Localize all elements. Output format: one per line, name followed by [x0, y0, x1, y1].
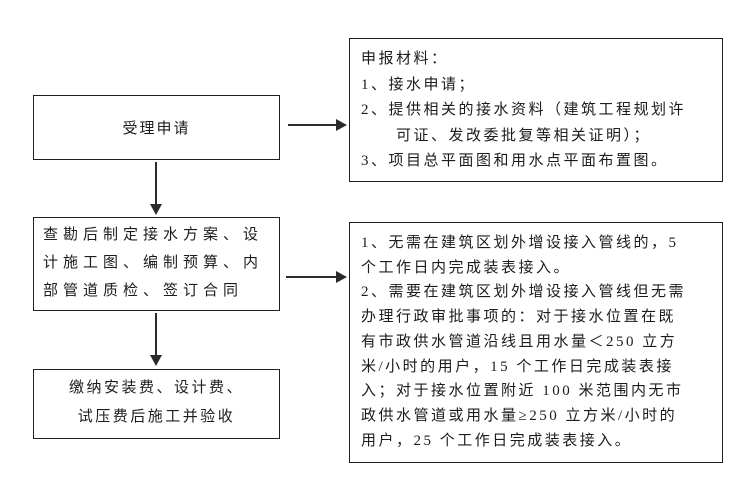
text-line: 试压费后施工并验收 [77, 409, 236, 425]
text-line: 缴纳安装费、设计费、 [68, 380, 244, 396]
arrow-line [286, 276, 336, 278]
text-line: 2、提供相关的接水资料（建筑工程规划许 [361, 102, 687, 118]
flow-step-pay-fees-construction-acceptance: 缴纳安装费、设计费、试压费后施工并验收 [33, 369, 280, 439]
text-line: 用户，25 个工作日完成装表接入。 [361, 432, 633, 449]
text-line: 个工作日内完成装表接入。 [361, 259, 572, 276]
text-line: 部管道质检、签订合同 [43, 283, 244, 299]
text-line: 1、接水申请； [361, 76, 477, 93]
arrowhead-down-icon [150, 355, 162, 366]
arrow-line [155, 313, 157, 356]
arrowhead-right-icon [336, 119, 347, 131]
arrowhead-down-icon [150, 204, 162, 215]
text-line: 有市政供水管道沿线且用水量＜250 立方 [361, 333, 678, 350]
text-line: 查勘后制定接水方案、设 [43, 227, 264, 243]
text-line: 米/小时的用户，15 个工作日完成装表接 [361, 358, 674, 375]
text-line: 3、项目总平面图和用水点平面布置图。 [361, 153, 669, 169]
text-line: 办理行政审批事项的：对于接水位置在既 [361, 309, 677, 326]
flow-step-survey-design-contract: 查勘后制定接水方案、设计施工图、编制预算、内部管道质检、签订合同 [33, 217, 280, 311]
text-line: 可证、发改委批复等相关证明）； [361, 127, 652, 144]
flow-step-accept-application: 受理申请 [33, 95, 280, 160]
flow-step-accept-application-label: 受理申请 [122, 121, 191, 137]
text-line: 1、无需在建筑区划外增设接入管线的，5 [361, 235, 679, 251]
arrow-line [288, 124, 336, 126]
arrow-line [155, 162, 157, 205]
note-connection-timelines: 1、无需在建筑区划外增设接入管线的，5 个工作日内完成装表接入。 2、需要在建筑区划… [349, 222, 723, 463]
text-line: 申报材料： [361, 51, 449, 67]
note-application-materials: 申报材料： 1、接水申请； 2、提供相关的接水资料（建筑工程规划许 可证、发改委批复… [349, 38, 723, 182]
text-line: 政供水管道或用水量≥250 立方米/小时的 [361, 407, 678, 424]
text-line: 入；对于接水位置附近 100 米范围内无市 [361, 383, 684, 400]
arrowhead-right-icon [336, 271, 347, 283]
text-line: 2、需要在建筑区划外增设接入管线但无需 [361, 284, 687, 301]
text-line: 计施工图、编制预算、内 [43, 255, 264, 271]
